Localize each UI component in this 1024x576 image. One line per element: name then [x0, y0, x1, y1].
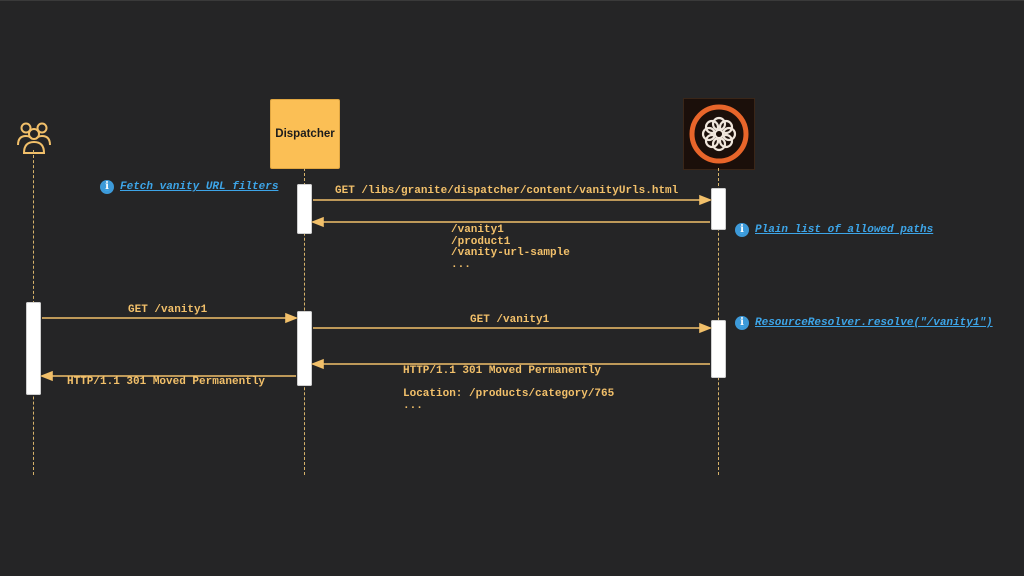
note-resource-resolver-text[interactable]: ResourceResolver.resolve("/vanity1")	[755, 317, 993, 329]
note-plain-list[interactable]: i Plain list of allowed paths	[735, 223, 933, 237]
dispatcher-activation-1	[297, 184, 312, 234]
users-icon	[17, 122, 51, 154]
message-m3-label: GET /vanity1	[128, 304, 208, 316]
note-plain-list-text[interactable]: Plain list of allowed paths	[755, 224, 934, 236]
note-fetch-vanity[interactable]: i Fetch vanity URL filters	[100, 180, 278, 194]
note-resource-resolver[interactable]: i ResourceResolver.resolve("/vanity1")	[735, 316, 993, 330]
message-m1-label: GET /libs/granite/dispatcher/content/van…	[335, 185, 679, 197]
user-activation	[26, 302, 41, 395]
dispatcher-activation-2	[297, 311, 312, 386]
top-border	[0, 0, 1024, 1]
aem-participant	[683, 98, 755, 170]
message-m2-label: /vanity1 /product1 /vanity-url-sample ..…	[451, 224, 570, 271]
info-icon: i	[735, 223, 749, 237]
message-m4-label: GET /vanity1	[470, 314, 550, 326]
dispatcher-label: Dispatcher	[275, 128, 335, 140]
aem-activation-1	[711, 188, 726, 230]
dispatcher-participant: Dispatcher	[270, 99, 340, 169]
message-m5-label: HTTP/1.1 301 Moved Permanently Location:…	[403, 365, 615, 412]
note-fetch-vanity-text[interactable]: Fetch vanity URL filters	[120, 181, 279, 193]
aem-activation-2	[711, 320, 726, 378]
aem-logo-icon	[689, 104, 749, 164]
info-icon: i	[100, 180, 114, 194]
message-m6-label: HTTP/1.1 301 Moved Permanently	[67, 376, 266, 388]
info-icon: i	[735, 316, 749, 330]
